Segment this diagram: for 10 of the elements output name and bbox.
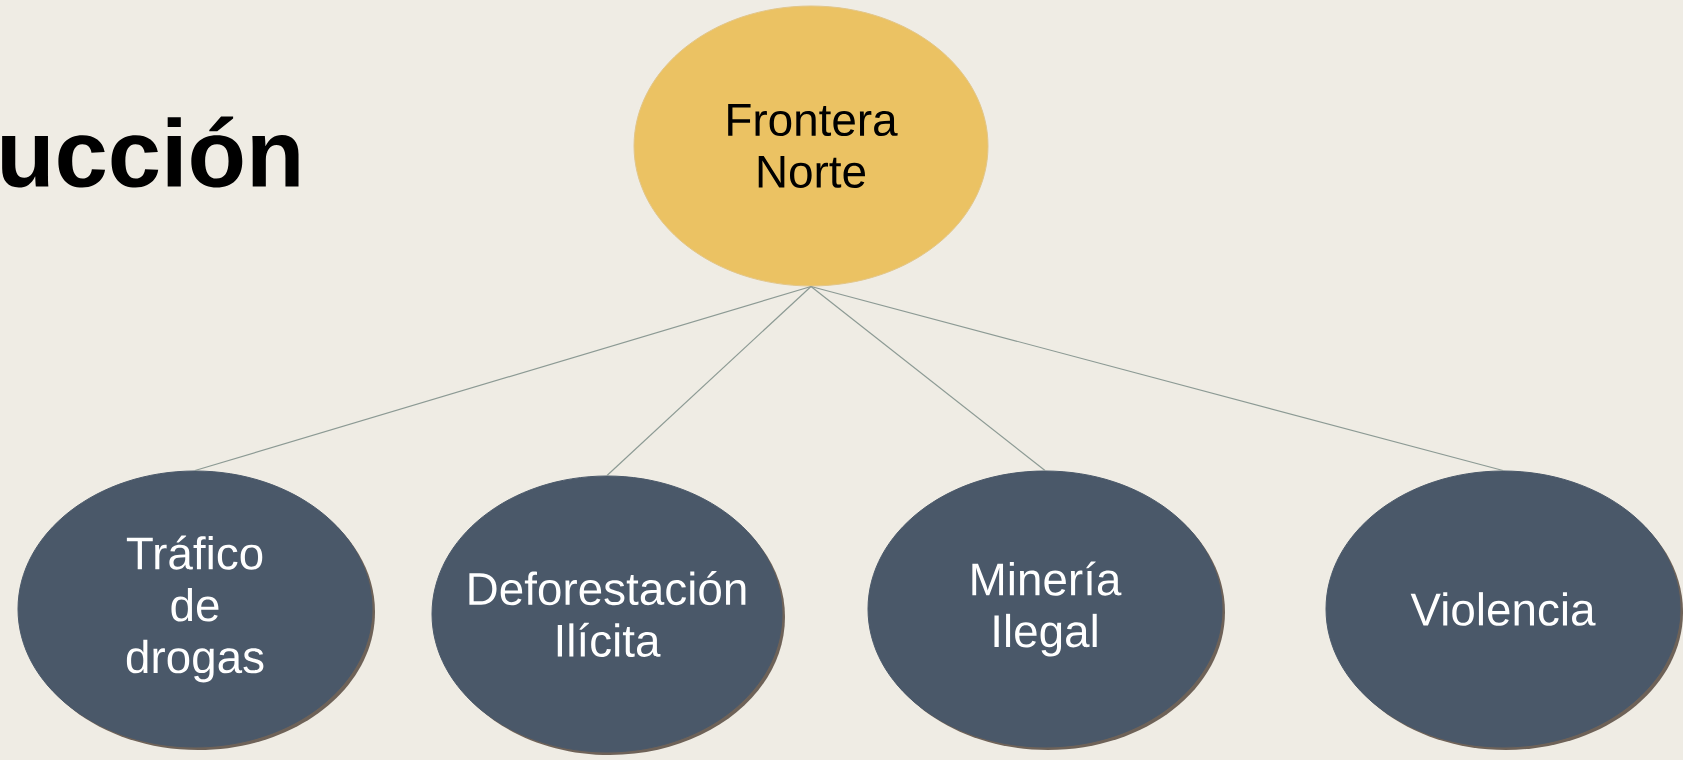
connector-line (606, 285, 812, 477)
oval-node: Tráfico de drogas (17, 470, 375, 750)
oval-node: Minería Ilegal (867, 470, 1225, 750)
oval-node: Deforestación Ilícita (431, 475, 785, 755)
connector-line (810, 285, 1046, 472)
title: ucción (2, 116, 299, 188)
connector-line (810, 285, 1504, 472)
oval-node: Frontera Norte (633, 5, 989, 287)
connector-line (194, 285, 812, 472)
oval-node: Violencia (1325, 470, 1683, 750)
